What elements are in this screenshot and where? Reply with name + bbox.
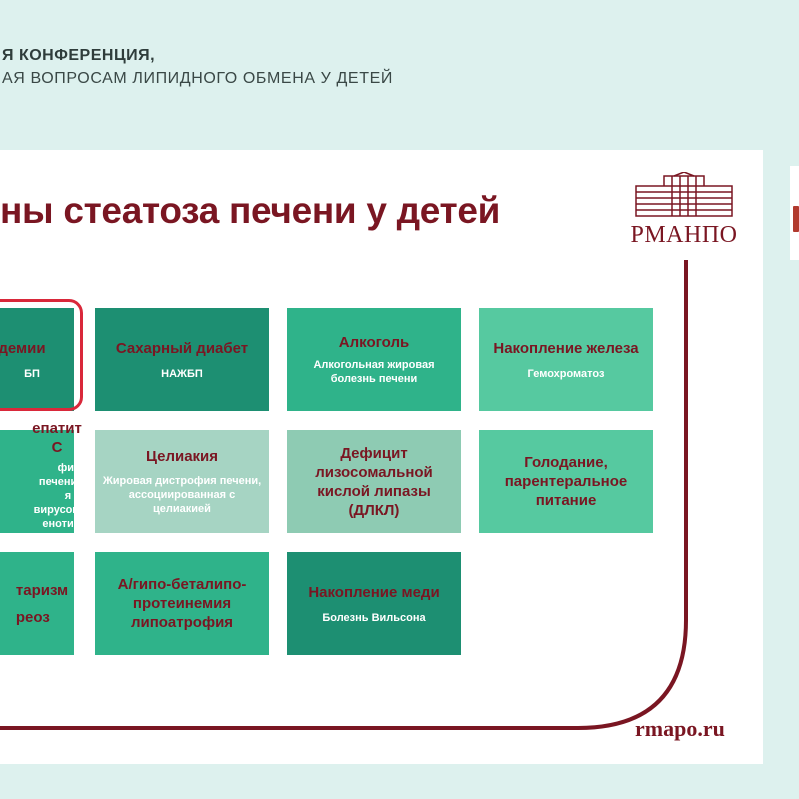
- presentation-slide: ны стеатоза печени у детей РМАНПО демии …: [0, 150, 763, 764]
- card-diabetes: Сахарный диабет НАЖБП: [95, 308, 269, 411]
- card-subtitle: НАЖБП: [161, 367, 203, 380]
- card-subtitle: Болезнь Вильсона: [322, 611, 426, 624]
- slide-frame-line: [0, 260, 688, 730]
- card-title: Дефицит лизосомальной кислой липазы (ДЛК…: [315, 444, 433, 519]
- card-title: Целиакия: [145, 448, 219, 465]
- rmanpo-logo: РМАНПО: [628, 172, 740, 252]
- card-subtitle: БП: [24, 367, 40, 380]
- card-title: епатит С: [32, 419, 82, 456]
- highlight-outline: [0, 299, 83, 411]
- card-subtitle: Гемохроматоз: [527, 367, 605, 380]
- card-title: Накопление меди: [308, 583, 440, 601]
- card-title: Сахарный диабет: [115, 339, 249, 357]
- card-title-line: таризм: [15, 581, 69, 599]
- card-subtitle: Жировая дистрофия печени, ассоциированна…: [102, 475, 262, 515]
- card-title: Алкоголь: [338, 334, 410, 351]
- card-subtitle: Алкогольная жировая болезнь печени: [313, 359, 435, 385]
- card-iron-accumulation: Накопление железа Гемохроматоз: [479, 308, 653, 411]
- card-starvation: Голодание, парентеральное питание: [479, 430, 653, 533]
- card-subtitle: фия печени, я с вирусом енотип 3): [34, 461, 81, 545]
- card-hepatitis-c: епатит С фия печени, я с вирусом енотип …: [0, 420, 82, 544]
- card-subtitle-line: енотип 3): [42, 517, 81, 544]
- card-title: таризм реоз: [16, 581, 68, 627]
- logo-text: РМАНПО: [630, 222, 738, 248]
- footer-url[interactable]: rmapo.ru: [635, 716, 725, 741]
- card-lal-deficiency: Дефицит лизосомальной кислой липазы (ДЛК…: [287, 430, 461, 533]
- card-celiac: Целиакия Жировая дистрофия печени, ассоц…: [95, 430, 269, 533]
- conference-title: Я КОНФЕРЕНЦИЯ,: [2, 47, 156, 64]
- card-copper-accumulation: Накопление меди Болезнь Вильсона: [287, 552, 461, 655]
- card-hypopituitarism: таризм реоз: [0, 552, 74, 655]
- side-thumbnail: [790, 166, 799, 260]
- card-subtitle-line: я с вирусом: [33, 489, 81, 516]
- card-alcohol: Алкоголь Алкогольная жировая болезнь печ…: [287, 308, 461, 411]
- card-subtitle-line: фия печени,: [38, 461, 81, 488]
- card-abetalipoproteinemia: А/гипо-беталипо-протеинемия липоатрофия: [95, 552, 269, 655]
- building-icon: [635, 172, 733, 217]
- conference-subtitle: АЯ ВОПРОСАМ ЛИПИДНОГО ОБМЕНА У ДЕТЕЙ: [2, 70, 393, 87]
- card-title: демии: [0, 339, 46, 357]
- card-title: Накопление железа: [493, 339, 639, 357]
- card-dyslipidemia: демии БП: [0, 308, 74, 411]
- side-logo-mark: [793, 206, 799, 232]
- slide-title: ны стеатоза печени у детей: [0, 190, 501, 231]
- conference-banner: Я КОНФЕРЕНЦИЯ, АЯ ВОПРОСАМ ЛИПИДНОГО ОБМ…: [0, 0, 799, 130]
- card-title: А/гипо-беталипо-протеинемия липоатрофия: [117, 576, 247, 631]
- card-title: Голодание, парентеральное питание: [504, 454, 628, 509]
- card-title-line: реоз: [15, 608, 50, 626]
